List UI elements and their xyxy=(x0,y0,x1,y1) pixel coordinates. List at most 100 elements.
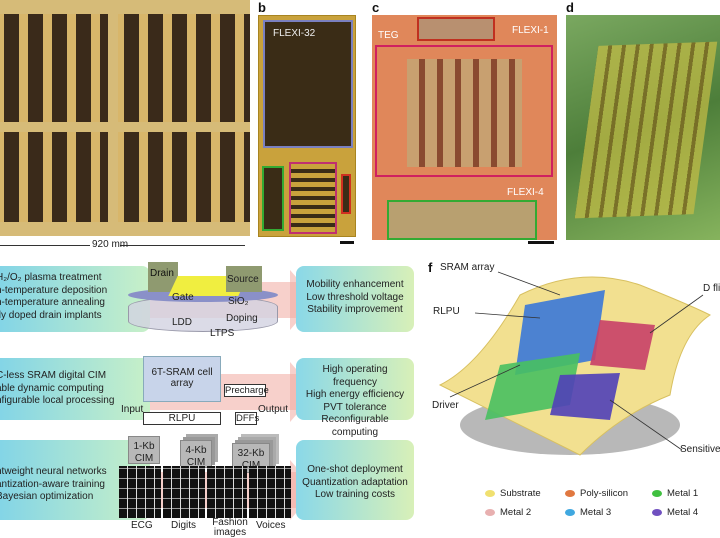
flexible-sheet-photo xyxy=(566,15,720,240)
panel-label-b: b xyxy=(258,0,266,15)
legend-label: Poly-silicon xyxy=(580,488,629,499)
cim-32kb: 32-Kb CIM xyxy=(232,443,270,473)
driver-region xyxy=(262,166,284,231)
panel-label-c: c xyxy=(372,0,380,15)
metal3-swatch xyxy=(565,509,575,516)
text-line: PVT tolerance xyxy=(323,401,387,413)
label-dff: D fli xyxy=(703,283,720,294)
teg-label: TEG xyxy=(378,30,399,41)
legend-item: Metal 3 xyxy=(565,507,611,518)
sram-array-block xyxy=(515,290,605,375)
dff-region xyxy=(341,174,351,214)
process-box: H₂/O₂ plasma treatment h-temperature dep… xyxy=(0,266,150,332)
rlpu-region xyxy=(289,162,337,234)
wafer-band xyxy=(0,222,250,236)
chip-label: FLEXI-32 xyxy=(273,28,316,39)
output-label: Output xyxy=(258,404,289,415)
doping-label: Doping xyxy=(226,313,258,324)
label-sram-array: SRAM array xyxy=(440,262,495,273)
dataset-fashion: Fashion images xyxy=(212,517,248,538)
benefit-box: High operating frequency High energy eff… xyxy=(296,358,414,438)
text-line: Low training costs xyxy=(314,489,396,500)
metal1-swatch xyxy=(652,490,662,497)
input-label: Input xyxy=(121,404,144,415)
text-line: h-temperature annealing xyxy=(0,297,105,308)
wafer-gap xyxy=(108,0,118,236)
metal2-swatch xyxy=(485,509,495,516)
scale-label: 920 mm xyxy=(92,239,129,250)
gate-label: Gate xyxy=(172,292,194,303)
text-line: Mobility enhancement xyxy=(306,279,404,290)
dff-block xyxy=(590,320,655,370)
array-region xyxy=(407,59,522,167)
text-line: One-shot deployment xyxy=(307,464,403,475)
dataset-voices: Voices xyxy=(256,520,286,531)
chip-photo: TEG FLEXI-1 TEG FLEXI-4 xyxy=(372,15,557,240)
label-driver: Driver xyxy=(432,400,459,411)
scale-bar-left xyxy=(0,245,90,246)
text-line: High operating frequency xyxy=(322,364,388,388)
flexi1-label: FLEXI-1 xyxy=(512,25,549,36)
wafer-band xyxy=(0,0,250,14)
substrate-swatch xyxy=(485,490,495,497)
poly-silicon-swatch xyxy=(565,490,575,497)
sio2-label: SiO₂ xyxy=(228,296,249,307)
legend-item: Substrate xyxy=(485,488,541,499)
ecg-samples xyxy=(119,466,161,518)
scale-bar xyxy=(528,241,554,244)
benefit-box: Mobility enhancement Low threshold volta… xyxy=(296,266,414,332)
sram-region: FLEXI-32 xyxy=(263,20,353,148)
flexi4-label: FLEXI-4 xyxy=(507,187,544,198)
benefit-box: One-shot deployment Quantization adaptat… xyxy=(296,440,414,520)
flexible-sheet xyxy=(574,41,718,219)
flexi4-region xyxy=(387,200,537,240)
scale-bar-right xyxy=(120,245,245,246)
text-line: h-temperature deposition xyxy=(0,284,108,296)
precharge-block: Precharge xyxy=(224,384,269,397)
text-line: antization-aware training xyxy=(0,478,105,490)
dffs-block: DFFs xyxy=(235,412,260,425)
panel-label-f: f xyxy=(428,260,433,275)
cim-1kb: 1-Kb CIM xyxy=(128,436,160,464)
flexi1-region xyxy=(417,17,495,41)
text-line: Low threshold voltage xyxy=(306,291,404,303)
legend-item: Poly-silicon xyxy=(565,488,628,499)
legend-label: Metal 1 xyxy=(667,488,699,499)
text-line: H₂/O₂ plasma treatment xyxy=(0,272,102,283)
text-line: High energy efficiency xyxy=(305,389,405,400)
wafer-gap xyxy=(0,122,250,132)
text-line: Reconfigurable computing xyxy=(321,414,389,438)
legend-item: Metal 2 xyxy=(485,507,531,518)
text-line: Bayesian optimization xyxy=(0,491,94,502)
dataset-digits: Digits xyxy=(171,520,197,531)
legend-label: Substrate xyxy=(500,488,541,499)
rlpu-block: RLPU xyxy=(143,412,221,425)
chip-flexi32-photo: FLEXI-32 xyxy=(258,15,356,237)
source-block: Source xyxy=(226,266,262,292)
ldd-label: LDD xyxy=(172,317,193,328)
wafer-photo xyxy=(0,0,250,236)
dataset-ecg: ECG xyxy=(131,520,153,531)
text-line: Stability improvement xyxy=(307,304,403,315)
cim-4kb: 4-Kb CIM xyxy=(180,440,212,468)
text-line: htweight neural networks xyxy=(0,466,107,477)
fashion-samples xyxy=(207,466,247,518)
legend-label: Metal 3 xyxy=(580,507,612,518)
sram-cell-array: 6T-SRAM cell array xyxy=(143,356,221,402)
text-line: able dynamic computing xyxy=(0,382,104,394)
metal4-swatch xyxy=(652,509,662,516)
architecture-box: C-less SRAM digital CIM able dynamic com… xyxy=(0,358,150,420)
panel-label-d: d xyxy=(566,0,574,15)
legend-item: Metal 1 xyxy=(652,488,698,499)
flexible-chip-illustration xyxy=(438,271,711,456)
sensitive-block xyxy=(550,373,620,420)
legend-item: Metal 4 xyxy=(652,507,698,518)
label-sensitive: Sensitive xyxy=(680,444,720,455)
ltps-label: LTPS xyxy=(210,328,235,339)
digit-samples xyxy=(163,466,205,518)
text-line: Quantization adaptation xyxy=(302,476,408,488)
text-line: C-less SRAM digital CIM xyxy=(0,370,107,381)
voice-samples xyxy=(249,466,291,518)
scale-bar xyxy=(340,241,354,244)
text-line: nfigurable local processing xyxy=(0,395,115,406)
